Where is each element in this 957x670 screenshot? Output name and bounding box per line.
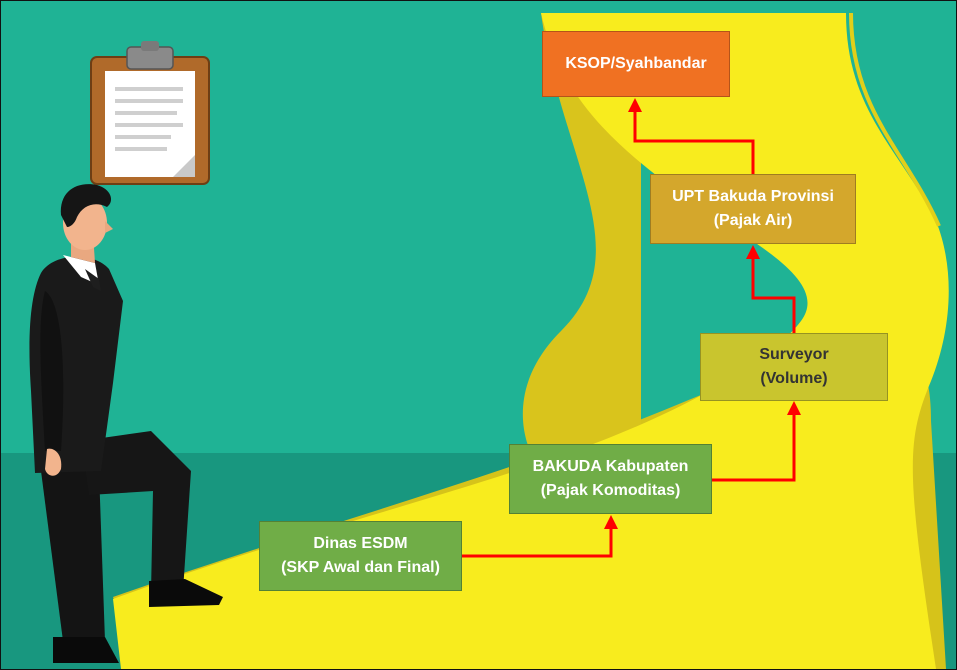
step-ksop-syahbandar: KSOP/Syahbandar <box>542 31 730 97</box>
step-upt-bakuda-provinsi-subtitle: (Pajak Air) <box>713 212 793 229</box>
arrowhead-bakuda <box>604 515 618 529</box>
step-dinas-esdm-subtitle: (SKP Awal dan Final) <box>281 559 440 576</box>
step-surveyor-subtitle: (Volume) <box>760 370 828 387</box>
step-dinas-esdm-title: Dinas ESDM <box>313 535 408 552</box>
step-bakuda-kabupaten: BAKUDA Kabupaten (Pajak Komoditas) <box>509 444 712 514</box>
road-edge <box>849 12 941 227</box>
connector-survey-to-upt <box>751 259 796 333</box>
arrowhead-survey <box>787 401 801 415</box>
connector-esdm-to-bakuda <box>462 529 613 558</box>
step-upt-bakuda-provinsi: UPT Bakuda Provinsi (Pajak Air) <box>650 174 856 244</box>
step-ksop-syahbandar-title: KSOP/Syahbandar <box>565 55 707 72</box>
step-upt-bakuda-provinsi-title: UPT Bakuda Provinsi <box>672 188 834 205</box>
step-dinas-esdm: Dinas ESDM (SKP Awal dan Final) <box>259 521 462 591</box>
arrowhead-ksop <box>628 98 642 112</box>
arrowhead-upt <box>746 245 760 259</box>
businessman-figure <box>29 184 223 663</box>
step-bakuda-kabupaten-subtitle: (Pajak Komoditas) <box>540 482 681 499</box>
connector-upt-to-ksop <box>633 112 755 174</box>
step-surveyor: Surveyor (Volume) <box>700 333 888 401</box>
step-surveyor-title: Surveyor <box>759 346 829 363</box>
connector-bakuda-to-survey <box>712 415 796 482</box>
step-bakuda-kabupaten-title: BAKUDA Kabupaten <box>532 458 689 475</box>
clipboard-icon <box>90 41 210 185</box>
